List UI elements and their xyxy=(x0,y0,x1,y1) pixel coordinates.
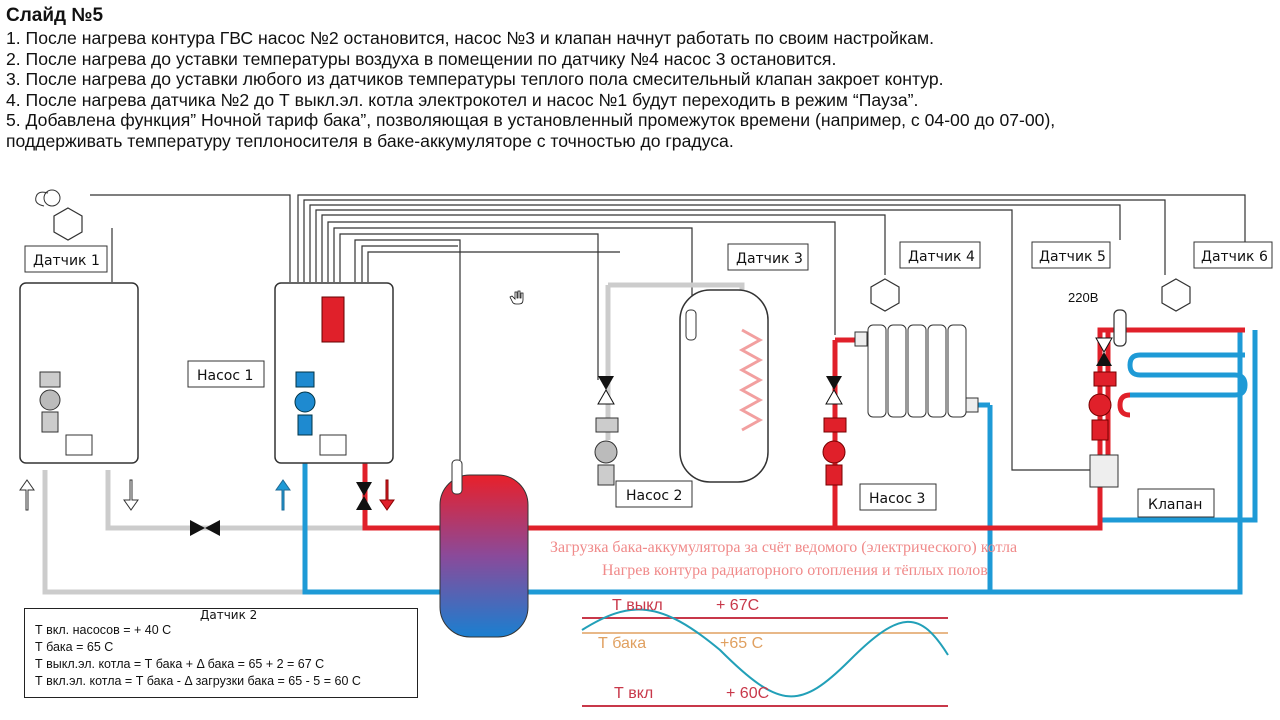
accumulator-tank xyxy=(439,459,529,638)
weather-icon xyxy=(35,189,61,207)
boiler-1 xyxy=(19,282,139,464)
slide-title: Слайд №5 xyxy=(6,5,104,26)
check-valves xyxy=(190,337,1113,536)
legend-line-3: Т выкл.эл. котла = Т бака + Δ бака = 65 … xyxy=(35,657,325,671)
note-line-1: 1. После нагрева контура ГВС насос №2 ос… xyxy=(6,28,934,48)
pump-3-graphic xyxy=(822,417,847,486)
hand-cursor-icon xyxy=(509,290,524,305)
pump-1-label: Насос 1 xyxy=(197,368,253,384)
t-on-value: + 60С xyxy=(726,685,769,702)
flow-arrows xyxy=(19,479,395,511)
note-line-3: 3. После нагрева до уставки любого из да… xyxy=(6,69,944,89)
t-tank-label: Т бака xyxy=(598,635,646,652)
valve-label: Клапан xyxy=(1148,497,1202,513)
electric-boiler xyxy=(274,282,394,464)
sensor-icons xyxy=(53,207,1191,347)
control-wires xyxy=(90,194,1246,471)
slide-notes: Слайд №5 1. После нагрева контура ГВС на… xyxy=(6,4,1276,151)
note-line-2: 2. После нагрева до уставки температуры … xyxy=(6,48,837,69)
sensor-6-label: Датчик 6 xyxy=(1201,249,1268,265)
sensor-4-label: Датчик 4 xyxy=(908,249,975,265)
temperature-chart: Т выкл + 67С Т бака +65 С Т вкл + 60С xyxy=(581,597,949,707)
sensor-1-label: Датчик 1 xyxy=(33,253,100,269)
caption-line-1: Загрузка бака-аккумулятора за счёт ведом… xyxy=(550,539,1017,556)
legend-line-4: Т вкл.эл. котла = Т бака - Δ загрузки ба… xyxy=(35,674,361,688)
pump-2-graphic xyxy=(594,417,619,486)
sensor-2-label: Датчик 2 xyxy=(200,608,258,622)
legend-line-2: Т бака = 65 С xyxy=(35,640,114,654)
sensor-3-label: Датчик 3 xyxy=(736,251,803,267)
legend-box: Датчик 2 Т вкл. насосов = + 40 С Т бака … xyxy=(24,608,418,698)
sensor-5-label: Датчик 5 xyxy=(1039,249,1106,265)
note-line-5: 5. Добавлена функция” Ночной тариф бака”… xyxy=(6,110,1056,130)
t-tank-value: +65 С xyxy=(720,635,763,652)
note-line-4: 4. После нагрева датчика №2 до Т выкл.эл… xyxy=(6,89,919,110)
t-off-value: + 67С xyxy=(716,597,759,614)
voltage-label: 220В xyxy=(1068,290,1098,305)
caption-line-2: Нагрев контура радиаторного отопления и … xyxy=(602,562,988,579)
floor-pump-graphic xyxy=(1088,371,1119,488)
pump-3-label: Насос 3 xyxy=(869,491,925,507)
dhw-tank xyxy=(679,289,769,483)
radiator xyxy=(854,324,979,418)
t-on-label: Т вкл xyxy=(614,685,653,702)
note-line-6: поддерживать температуру теплоносителя в… xyxy=(6,130,734,151)
pump-2-label: Насос 2 xyxy=(626,488,682,504)
legend-line-1: Т вкл. насосов = + 40 С xyxy=(35,623,172,637)
t-off-label: Т выкл xyxy=(612,597,663,614)
